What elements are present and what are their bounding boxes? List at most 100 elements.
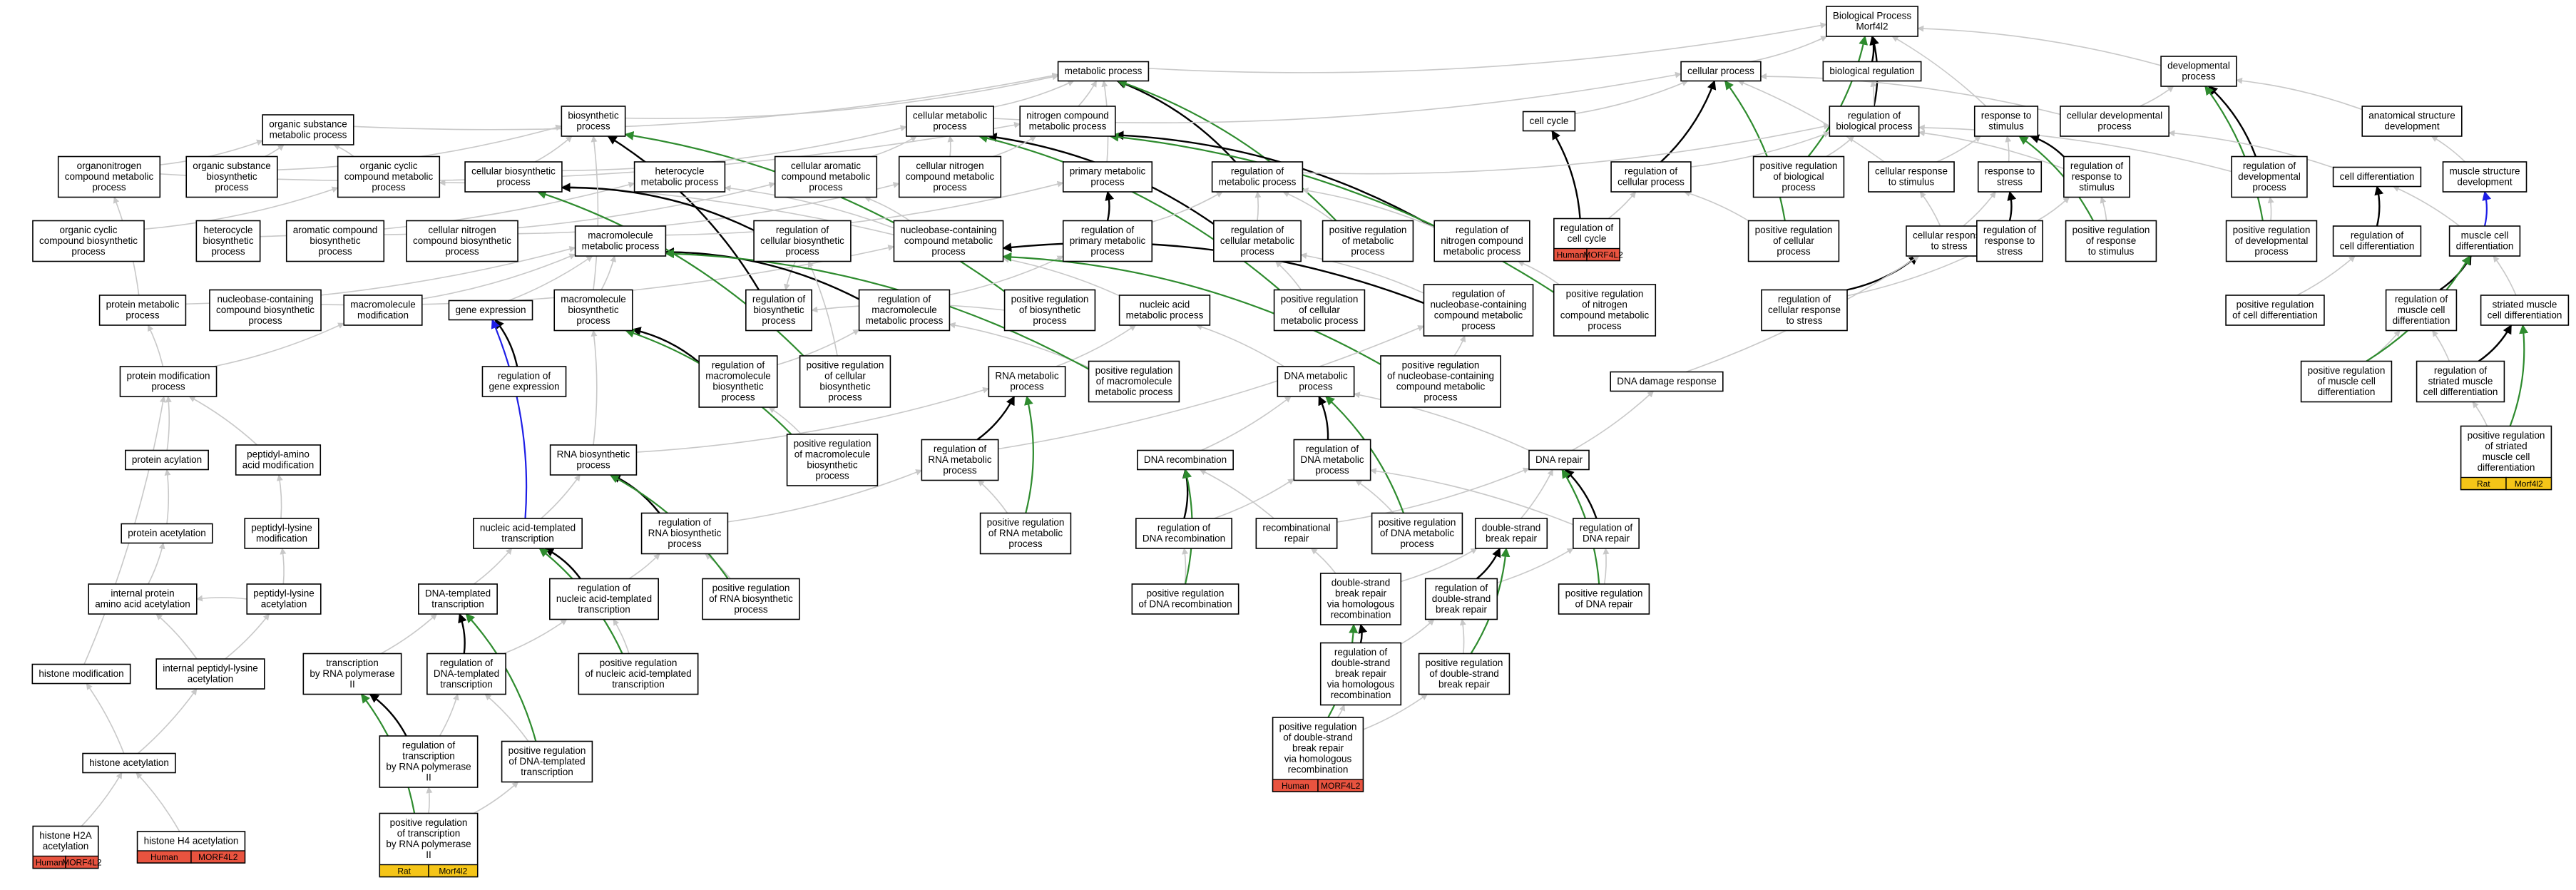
go-term-cell-cycle[interactable]: cell cycle [1522,111,1576,132]
go-term-dna-damage-resp[interactable]: DNA damage response [1610,371,1724,392]
go-term-histone-mod[interactable]: histone modification [31,663,131,685]
go-term-cell-diff[interactable]: cell differentiation [2332,166,2422,188]
go-term-gene-expr[interactable]: gene expression [448,300,533,321]
go-term-bio-reg[interactable]: biological regulation [1822,61,1922,82]
go-term-dna-recomb[interactable]: DNA recombination [1137,449,1234,471]
go-term-cellular-process[interactable]: cellular process [1680,61,1762,82]
go-term-protein-acylation[interactable]: protein acylation [125,449,209,471]
go-term-metabolic[interactable]: metabolic process [1057,61,1150,82]
go-term-reg-macromol-bios[interactable]: regulation ofmacromoleculebiosyntheticpr… [698,355,778,408]
go-term-protein-acetylation[interactable]: protein acetylation [121,523,213,544]
go-term-reg-nucleobase-met[interactable]: regulation ofnucleobase-containingcompou… [1423,284,1534,337]
